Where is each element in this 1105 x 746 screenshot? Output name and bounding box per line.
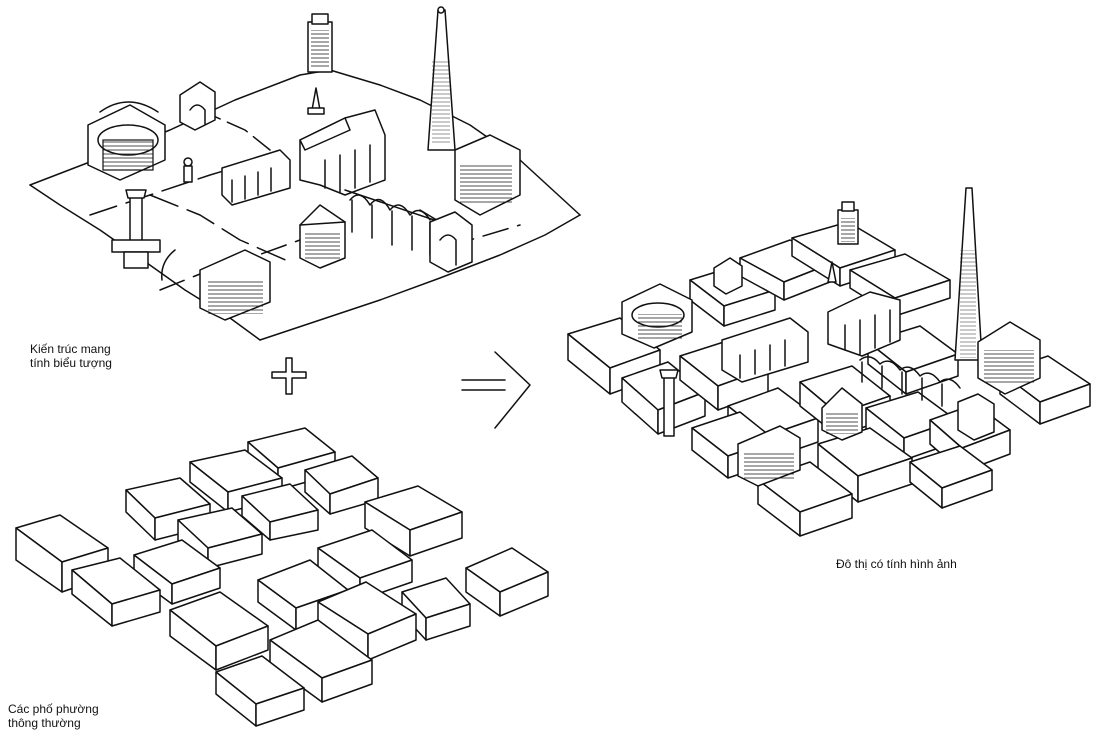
city-gate-pavilion — [958, 394, 994, 440]
block — [466, 548, 548, 616]
colonnade-arcade — [345, 190, 440, 255]
gate-pavilion — [430, 212, 472, 272]
architecture-label: Kiến trúc mang tính biểu tượng — [30, 342, 150, 370]
column-monument — [112, 190, 160, 268]
city-spire — [955, 188, 1040, 394]
shed-pavilion — [200, 250, 270, 320]
imageable-city-sketch — [568, 188, 1090, 536]
long-gallery — [222, 150, 290, 205]
symbolic-architecture-sketch — [30, 7, 580, 340]
temple-building — [300, 110, 385, 195]
city-gallery — [722, 318, 808, 382]
plus-sign-icon — [272, 358, 306, 394]
city-tower — [838, 202, 858, 244]
small-obelisk — [308, 88, 324, 114]
city-label: Đô thị có tính hình ảnh — [836, 557, 1036, 571]
blocks-label-line1: Các phố phường — [8, 702, 128, 716]
city-gatehouse — [714, 258, 742, 294]
city-rotunda — [622, 284, 692, 348]
arrow-right-icon — [462, 352, 530, 428]
blocks-label: Các phố phường thông thường — [8, 702, 128, 730]
architecture-label-line1: Kiến trúc mang — [30, 342, 150, 356]
church-with-spire — [428, 7, 520, 215]
blocks-label-line2: thông thường — [8, 716, 128, 730]
gatehouse-small — [180, 82, 215, 130]
rotunda-building — [88, 102, 165, 180]
square-tower — [308, 14, 332, 72]
small-statue — [184, 158, 192, 182]
architecture-label-line2: tính biểu tượng — [30, 356, 150, 370]
ordinary-blocks-sketch — [16, 428, 548, 726]
gable-pavilion — [300, 205, 345, 268]
